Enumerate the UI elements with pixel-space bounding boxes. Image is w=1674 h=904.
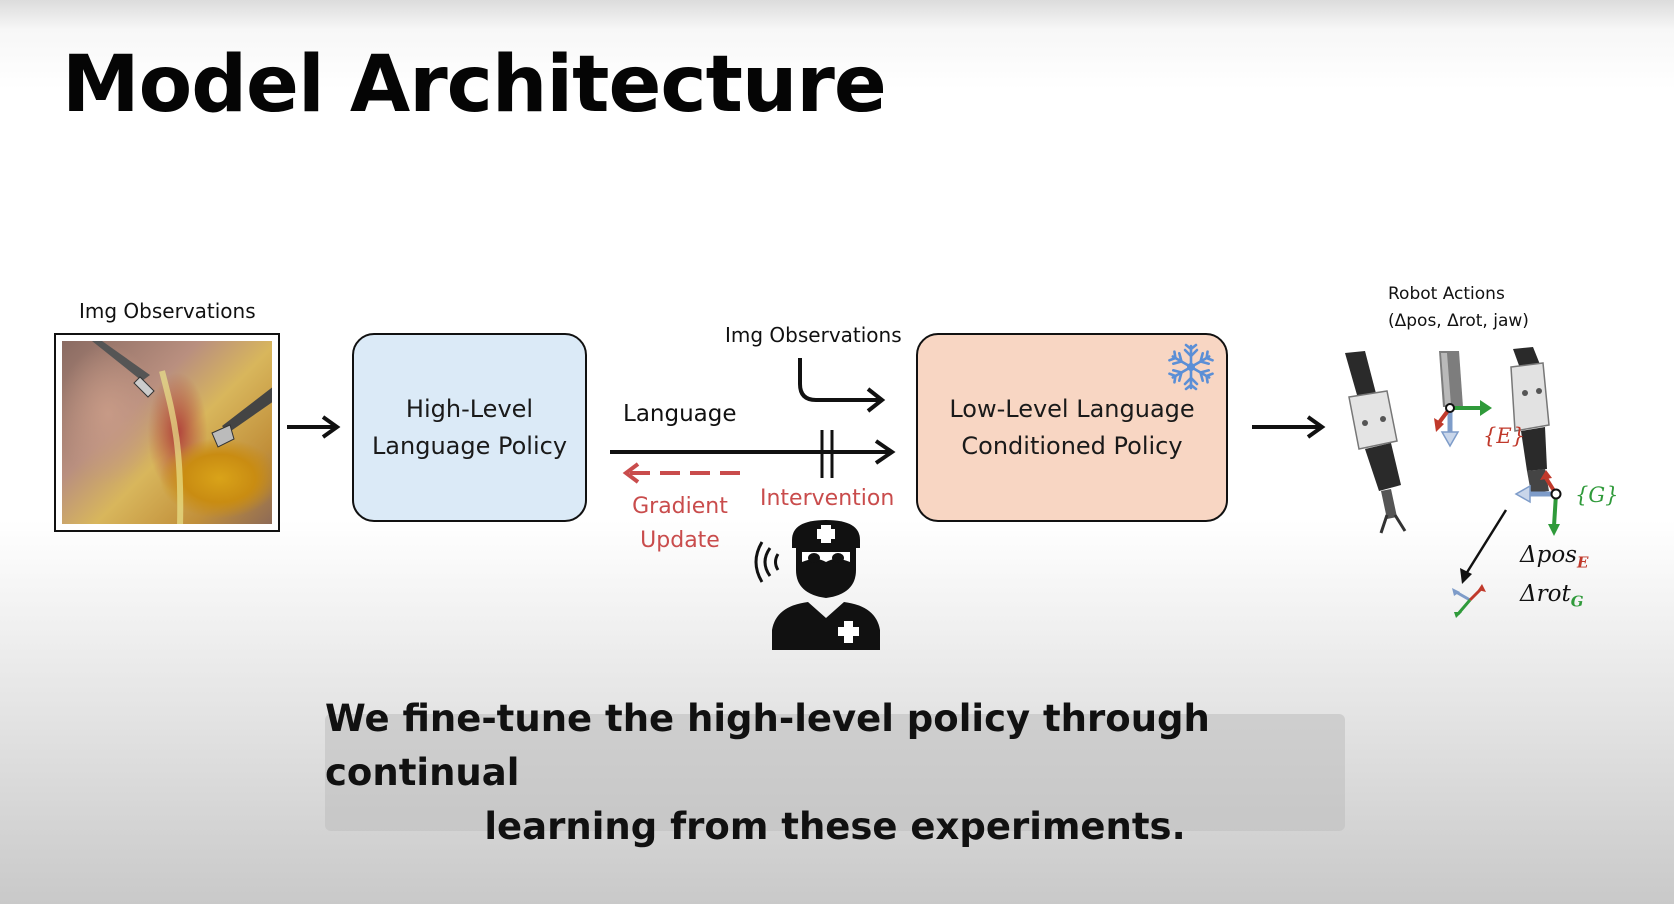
arrow-image-to-high-level	[287, 415, 341, 439]
delta-pos-subscript: E	[1576, 553, 1589, 572]
frame-e-axes	[1434, 400, 1492, 448]
delta-rot-label: ΔrotG	[1520, 579, 1588, 618]
gradient-update-label: Gradient Update	[630, 490, 730, 558]
delta-pos-text: Δpos	[1520, 542, 1577, 568]
snowflake-icon	[1167, 343, 1215, 391]
input-observations-label: Img Observations	[79, 299, 256, 323]
frame-e-text: {E}	[1483, 424, 1526, 448]
frame-g-axes	[1514, 470, 1562, 536]
observation-bent-arrow	[798, 358, 886, 413]
arrow-policy-to-robot	[1252, 415, 1326, 439]
robot-gripper-graphic	[1345, 347, 1550, 534]
gradient-label-line1: Gradient	[632, 494, 728, 519]
low-level-box-line2: Conditioned Policy	[961, 431, 1183, 460]
slide-title: Model Architecture	[62, 40, 887, 130]
delta-labels: ΔposE ΔrotG	[1520, 540, 1588, 617]
surgeon-speaking-icon	[754, 520, 880, 650]
high-level-language-policy-box: High-Level Language Policy	[352, 333, 587, 522]
gradient-label-line2: Update	[640, 528, 720, 553]
frame-e-label: {E}	[1483, 424, 1525, 448]
low-level-box-line1: Low-Level Language	[949, 394, 1195, 423]
delta-pos-label: ΔposE	[1520, 540, 1588, 579]
caption-line1: We fine-tune the high-level policy throu…	[325, 696, 1210, 794]
language-label: Language	[623, 401, 737, 427]
gradient-update-arrow	[622, 462, 742, 484]
low-level-language-conditioned-policy-box: Low-Level Language Conditioned Policy	[916, 333, 1228, 522]
high-level-box-line2: Language Policy	[371, 431, 568, 460]
robot-actions-title: Robot Actions	[1388, 284, 1505, 304]
delta-motion-arrow	[1452, 509, 1508, 618]
high-level-box-line1: High-Level	[405, 394, 534, 423]
frame-g-label: {G}	[1575, 483, 1619, 507]
robot-actions-params: (Δpos, Δrot, jaw)	[1388, 311, 1529, 331]
delta-rot-text: Δrot	[1520, 580, 1571, 607]
caption-line2: learning from these experiments.	[484, 804, 1186, 848]
video-caption: We fine-tune the high-level policy throu…	[325, 697, 1345, 848]
surgical-instruments-graphic	[92, 341, 272, 524]
intervention-label: Intervention	[760, 486, 895, 511]
intermediate-observations-label: Img Observations	[725, 323, 902, 347]
language-arrow	[610, 430, 896, 478]
surgical-image-observation	[54, 333, 280, 532]
delta-rot-subscript: G	[1570, 592, 1584, 611]
